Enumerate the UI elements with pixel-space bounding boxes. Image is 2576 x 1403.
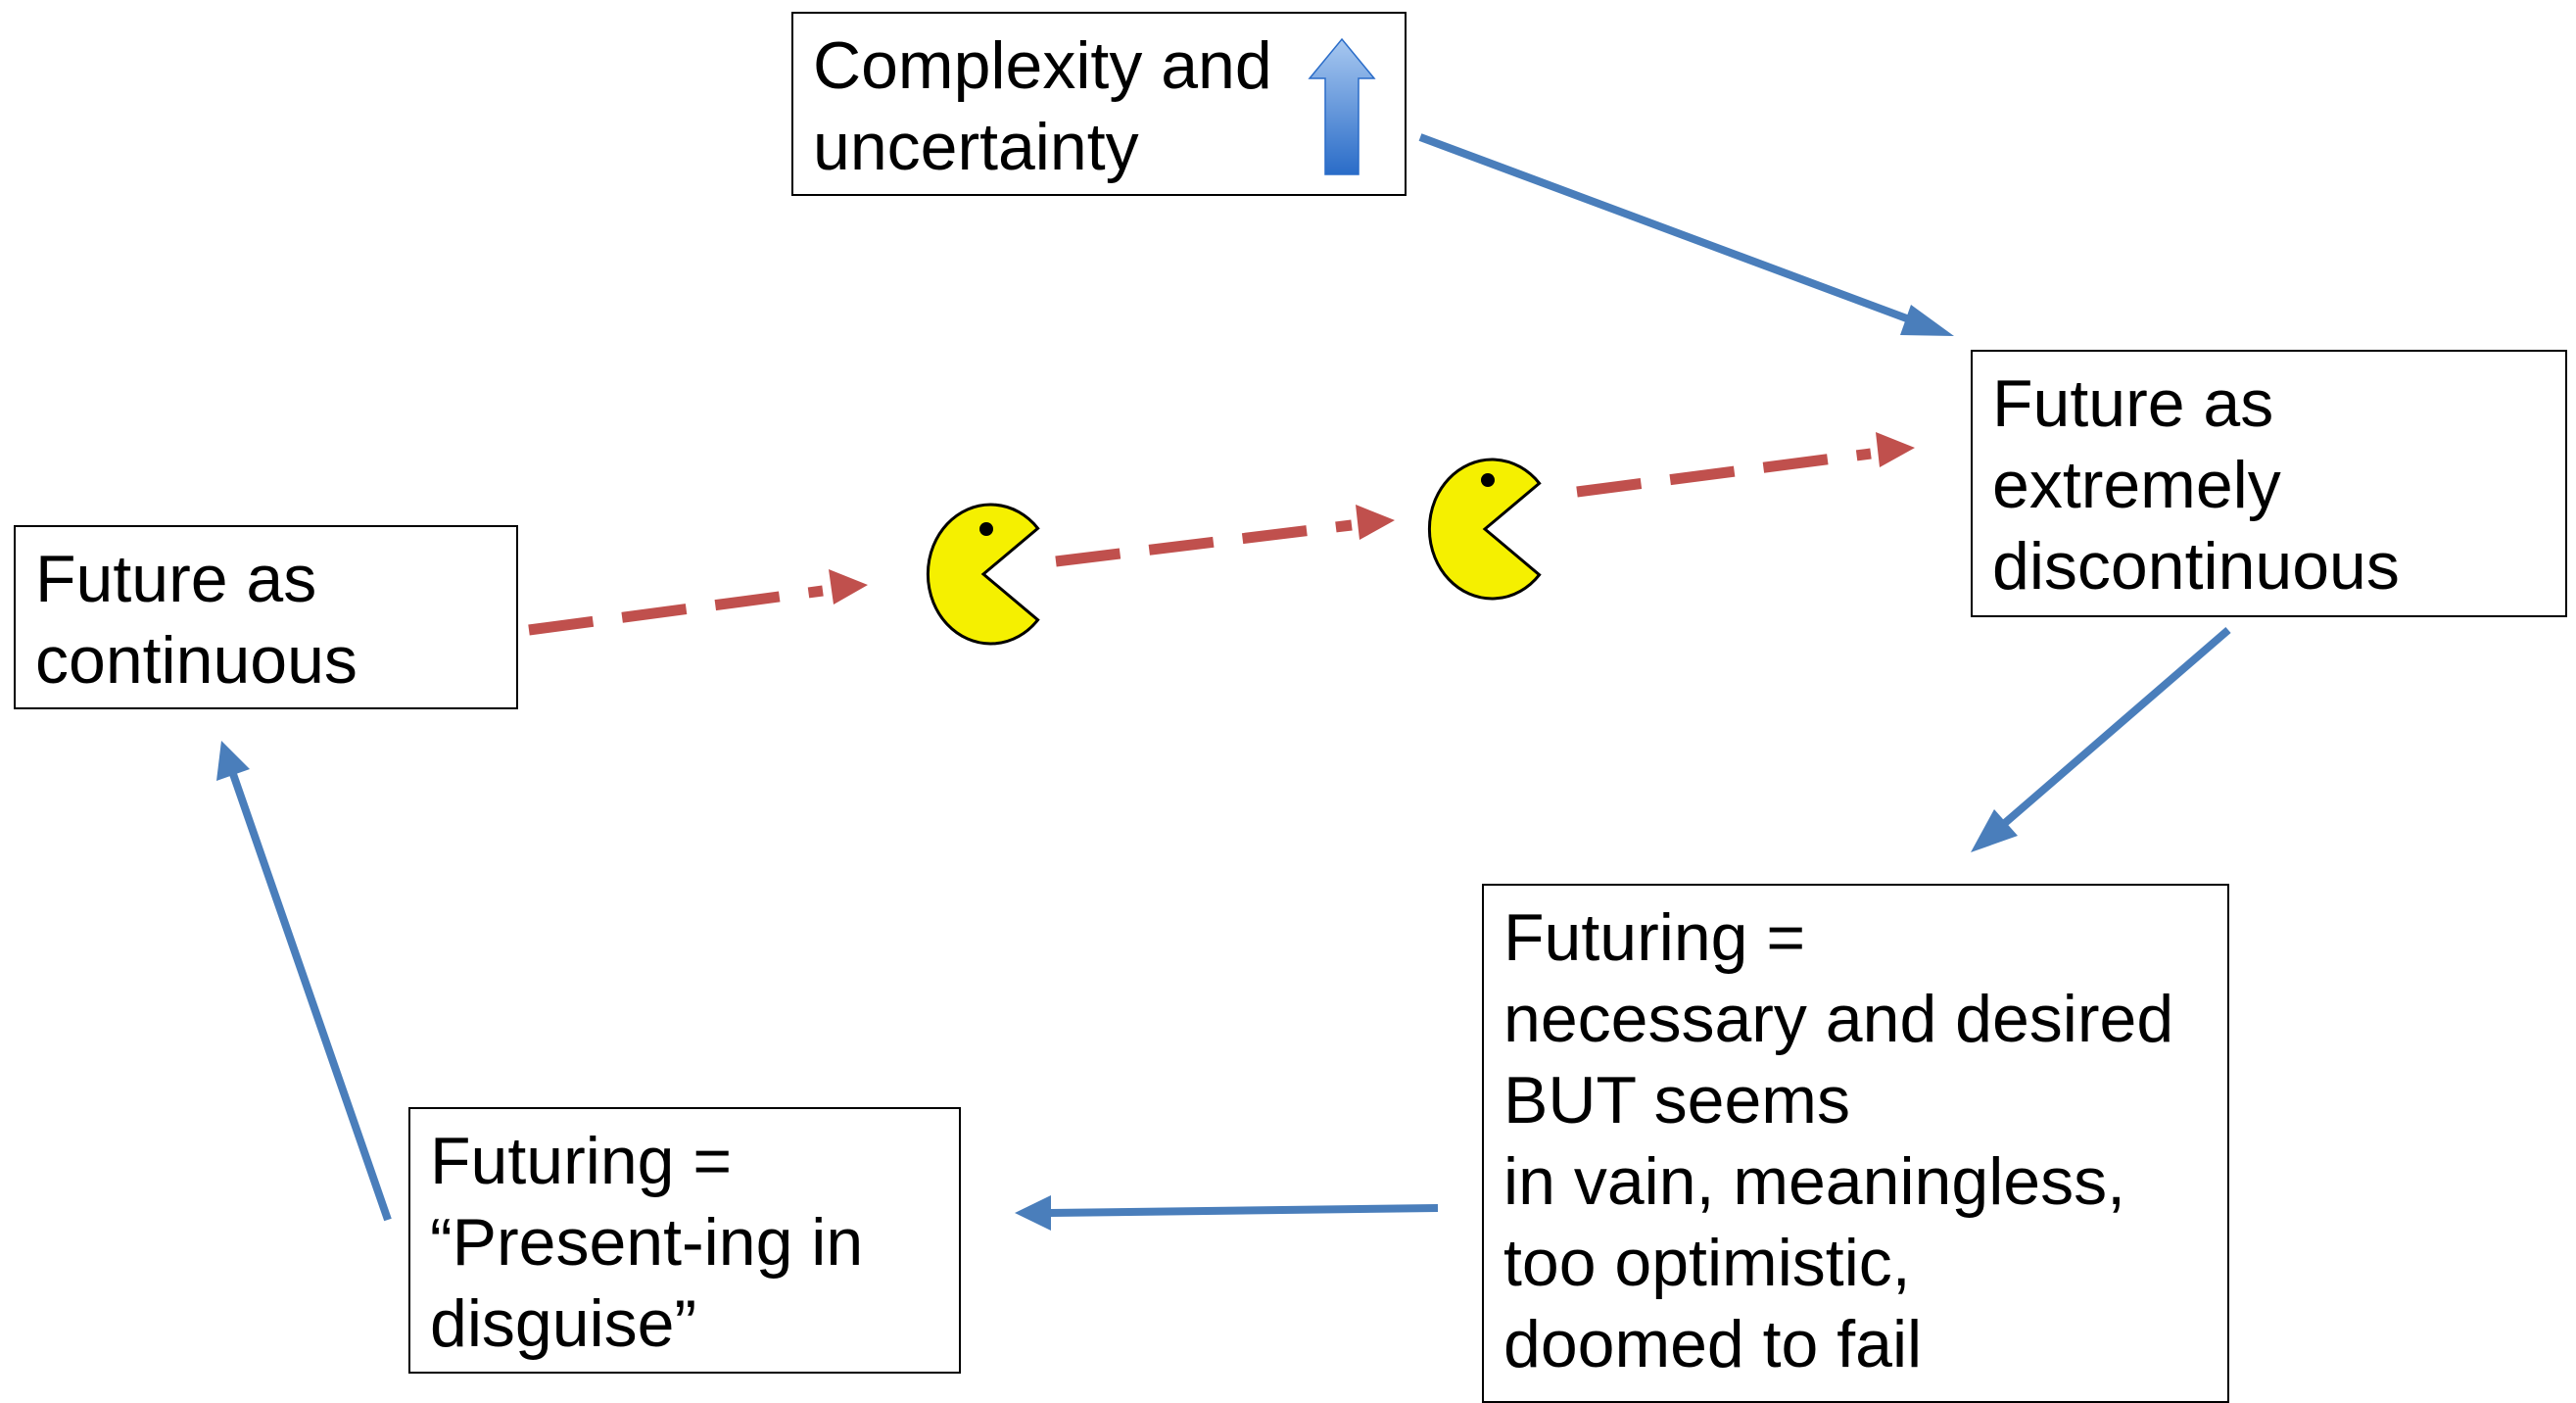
node-complexity-label: Complexity and uncertainty xyxy=(813,28,1272,184)
arrow-presenting-to-continuous xyxy=(216,741,392,1222)
node-future-continuous: Future as continuous xyxy=(14,525,518,709)
node-discontinuous-label: Future as extremely discontinuous xyxy=(1992,366,2400,604)
node-future-discontinuous: Future as extremely discontinuous xyxy=(1971,350,2567,617)
arrow-futuring-to-presenting xyxy=(1015,1195,1439,1231)
node-presenting-label: Futuring = “Present-ing in disguise” xyxy=(430,1124,864,1361)
arrow-complexity-to-discontinuous xyxy=(1418,133,1954,336)
up-arrow-icon xyxy=(1308,37,1376,175)
pacman-icon xyxy=(1427,458,1542,601)
node-futuring-presenting: Futuring = “Present-ing in disguise” xyxy=(408,1107,961,1374)
node-futuring-necessary: Futuring = necessary and desired BUT see… xyxy=(1482,884,2229,1403)
dashed-arrow-continuous-to-pacman1 xyxy=(528,569,868,636)
node-complexity-uncertainty: Complexity and uncertainty xyxy=(791,12,1407,196)
pacman-icon xyxy=(926,503,1040,646)
dashed-arrow-pacman1-to-pacman2 xyxy=(1055,505,1395,567)
node-continuous-label: Future as continuous xyxy=(35,542,358,698)
dashed-arrow-pacman2-to-discontinuous xyxy=(1576,432,1915,498)
arrow-discontinuous-to-futuring xyxy=(1971,626,2231,852)
node-futuring-necessary-label: Futuring = necessary and desired BUT see… xyxy=(1503,900,2174,1381)
